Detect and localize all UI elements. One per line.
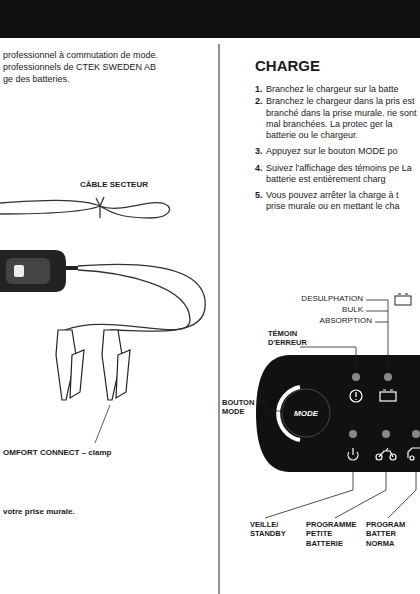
text-label: DESULPHATION [301,294,363,304]
text-label: Branchez le chargeur sur la batte [266,84,420,95]
text-label: Branchez le chargeur dans la pris est br… [266,96,418,141]
page-divider [219,44,220,594]
text-label: professionnel à commutation de mode. [3,50,218,61]
mains-cable [0,197,170,218]
text-label: PROGRAMME PETITE BATTERIE [306,520,362,548]
page-title: CHARGE [255,57,320,76]
text-label: TÉMOIN D'ERREUR [268,329,316,348]
control-panel [256,355,420,472]
text-label: Suivez l'affichage des témoins pe La bat… [266,163,418,186]
text-label: votre prise murale. [3,507,203,517]
panel-leaders [265,294,416,518]
text-label: PROGRAM BATTER NORMA [366,520,418,548]
text-label: 4. [255,163,267,174]
leader-line [95,405,110,443]
output-cables [65,264,205,331]
text-label: OMFORT CONNECT – clamp [3,448,203,458]
text-label: 3. [255,146,267,157]
text-label: BOUTON DE MODE [222,398,268,417]
text-label: ge des batteries. [3,74,218,85]
text-label: CÂBLE SECTEUR [80,180,200,190]
text-label: VEILLE/ STANDBY [250,520,294,539]
battery-clamps [56,330,130,400]
text-label: Appuyez sur le bouton MODE po [266,146,420,157]
text-label: 5. [255,190,267,201]
text-label: 1. [255,84,267,95]
button-text: MODE [294,409,318,418]
charger [0,250,78,292]
mode-button: MODE [282,389,330,437]
text-label: Vous pouvez arrêter la charge à t prise … [266,190,418,213]
text-label: ABSORPTION [320,316,372,326]
header-bar [0,0,420,38]
text-label: 2. [255,96,267,107]
text-label: BULK [342,305,363,315]
text-label: professionnels de CTEK SWEDEN AB [3,62,218,73]
